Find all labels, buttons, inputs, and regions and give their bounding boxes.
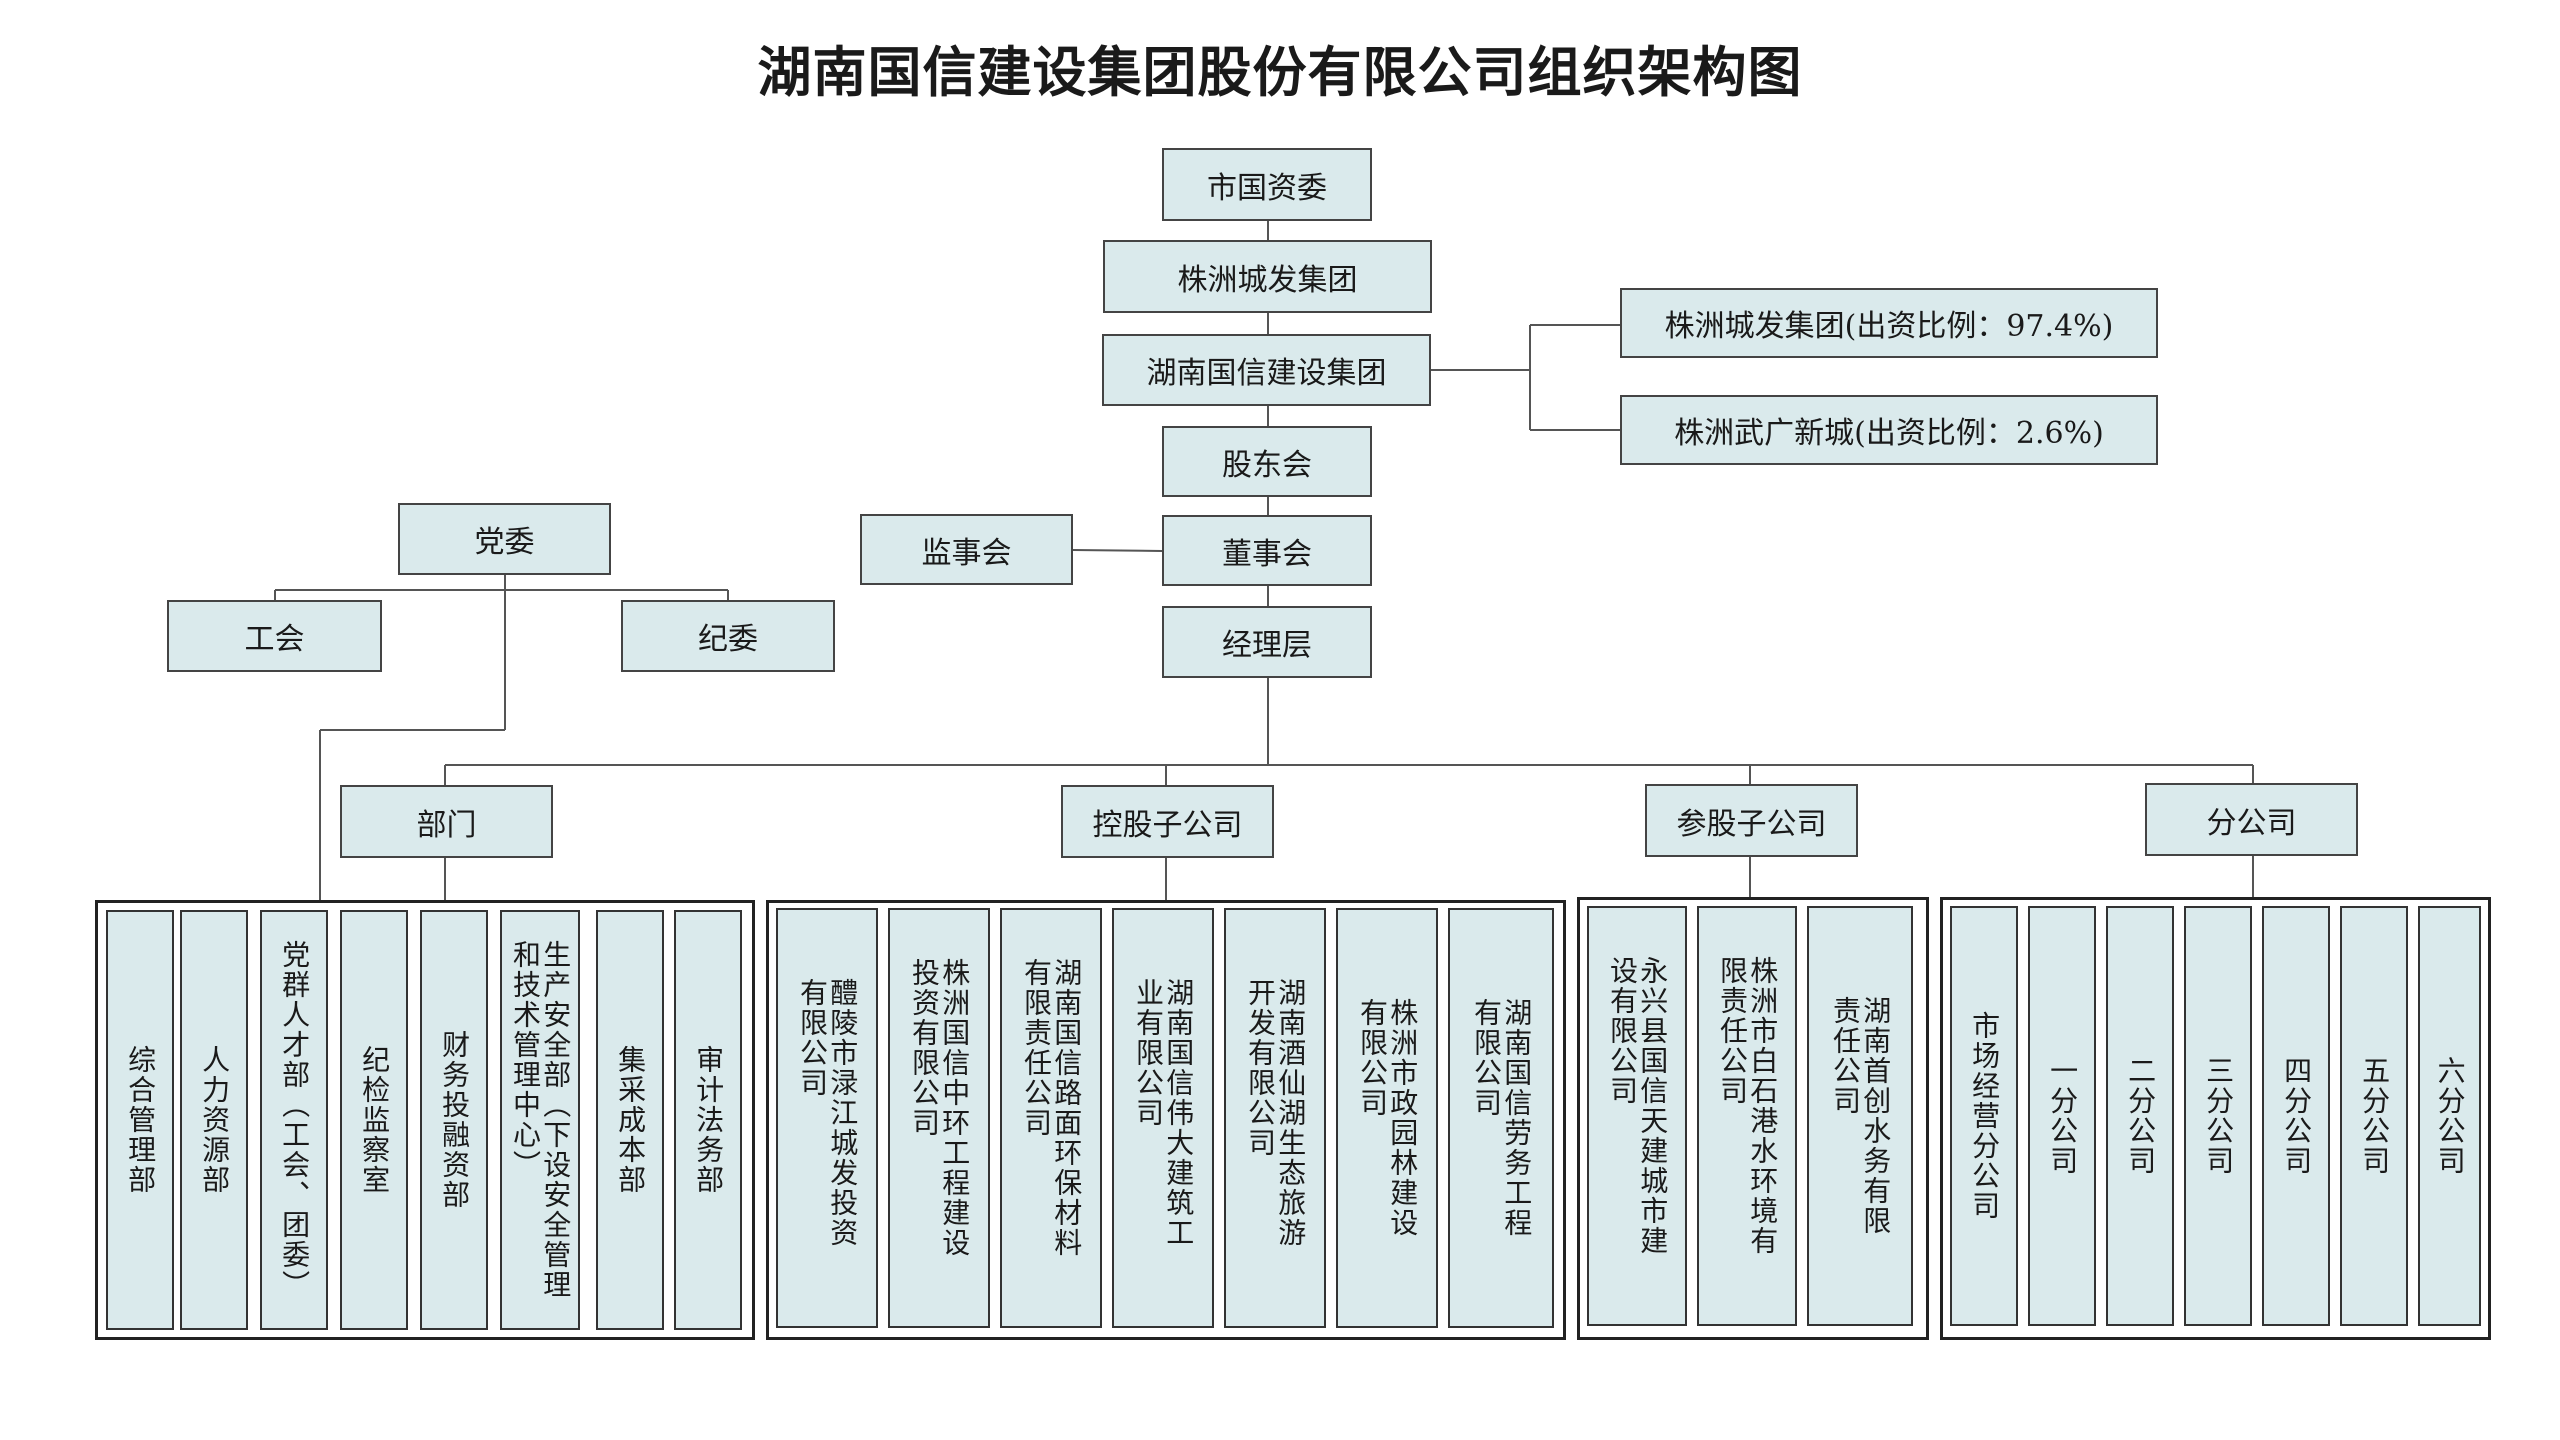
department-item-label: 人力资源部 [198,1045,232,1195]
holding-item: 株洲市政园林建设有限公司 [1336,908,1438,1328]
supervisory-board-box: 监事会 [860,514,1073,585]
holding-item-label: 株洲市政园林建设有限公司 [1356,998,1420,1238]
holding-item: 醴陵市渌江城发投资有限公司 [776,908,878,1328]
category-holding-label: 控股子公司 [1092,807,1243,843]
holding-item: 湖南国信劳务工程有限公司 [1448,908,1554,1328]
sasac-label: 市国资委 [1207,170,1327,206]
branch-item: 六分公司 [2418,906,2481,1326]
branch-item: 四分公司 [2262,906,2330,1326]
equity-item: 永兴县国信天建城市建设有限公司 [1587,906,1687,1326]
category-equity-label: 参股子公司 [1676,806,1827,842]
discipline-committee-label: 纪委 [698,622,758,657]
department-item-label: 集采成本部 [614,1045,648,1195]
department-item-label: 综合管理部 [124,1045,158,1195]
holding-item-label: 湖南酒仙湖生态旅游开发有限公司 [1244,978,1308,1248]
category-equity-box: 参股子公司 [1645,784,1858,857]
trade-union-box: 工会 [167,600,382,672]
equity-item-label: 株洲市白石港水环境有限责任公司 [1716,956,1780,1256]
shareholder-chengfa-label: 株洲城发集团(出资比例：97.4%) [1664,309,2114,344]
sasac-box: 市国资委 [1162,148,1372,221]
branch-item: 市场经营分公司 [1950,906,2018,1326]
holding-item: 湖南国信路面环保材料有限责任公司 [1000,908,1102,1328]
holding-item-label: 醴陵市渌江城发投资有限公司 [796,978,860,1248]
branch-item: 二分公司 [2106,906,2174,1326]
holding-item-label: 湖南国信劳务工程有限公司 [1470,998,1534,1238]
guoxin-group-label: 湖南国信建设集团 [1146,356,1387,391]
holding-item-label: 湖南国信路面环保材料有限责任公司 [1020,958,1084,1258]
shareholders-meeting-box: 股东会 [1162,426,1372,497]
shareholder-chengfa-box: 株洲城发集团(出资比例：97.4%) [1620,288,2158,358]
guoxin-group-box: 湖南国信建设集团 [1102,334,1431,406]
department-item: 生产安全部（下设安全管理 和技术管理中心） [500,910,580,1330]
department-item: 审计法务部 [674,910,742,1330]
chengfa-group-box: 株洲城发集团 [1103,240,1432,313]
category-branches-label: 分公司 [2206,805,2297,841]
shareholders-meeting-label: 股东会 [1222,447,1312,483]
department-item: 人力资源部 [180,910,248,1330]
party-committee-box: 党委 [398,503,611,575]
department-item: 纪检监察室 [340,910,408,1330]
department-item-label: 生产安全部（下设安全管理 和技术管理中心） [509,940,573,1300]
department-item: 党群人才部（工会、团委） [260,910,328,1330]
equity-item-label: 永兴县国信天建城市建设有限公司 [1606,956,1670,1256]
branch-item-label: 五分公司 [2358,1056,2392,1176]
holding-item: 湖南酒仙湖生态旅游开发有限公司 [1224,908,1326,1328]
supervisory-board-label: 监事会 [921,535,1012,571]
chengfa-group-label: 株洲城发集团 [1177,262,1358,298]
equity-item: 株洲市白石港水环境有限责任公司 [1697,906,1797,1326]
board-of-directors-box: 董事会 [1162,515,1372,586]
discipline-committee-box: 纪委 [621,600,835,672]
holding-item-label: 株洲国信中环工程建设投资有限公司 [908,958,972,1258]
category-departments-box: 部门 [340,785,553,858]
trade-union-label: 工会 [244,622,305,657]
branch-item-label: 一分公司 [2046,1056,2080,1176]
holding-item-label: 湖南国信伟大建筑工业有限公司 [1132,978,1196,1248]
equity-item: 湖南首创水务有限责任公司 [1807,906,1913,1326]
holding-item: 株洲国信中环工程建设投资有限公司 [888,908,990,1328]
department-item-label: 纪检监察室 [358,1045,392,1195]
holding-item: 湖南国信伟大建筑工业有限公司 [1112,908,1214,1328]
branch-item: 五分公司 [2340,906,2408,1326]
department-item: 财务投融资部 [420,910,488,1330]
category-branches-box: 分公司 [2145,783,2358,856]
category-departments-label: 部门 [416,807,477,843]
branch-item: 三分公司 [2184,906,2252,1326]
branch-item-label: 市场经营分公司 [1968,1011,2002,1221]
branch-item-label: 三分公司 [2202,1056,2236,1176]
party-committee-label: 党委 [474,525,535,560]
department-item-label: 审计法务部 [692,1045,726,1195]
management-label: 经理层 [1222,628,1312,663]
board-of-directors-label: 董事会 [1222,536,1312,572]
branch-item-label: 六分公司 [2433,1056,2467,1176]
department-item: 集采成本部 [596,910,664,1330]
department-item-label: 党群人才部（工会、团委） [278,940,312,1300]
shareholder-wuguang-box: 株洲武广新城(出资比例：2.6%) [1620,395,2158,465]
department-item-label: 财务投融资部 [438,1030,472,1210]
branch-item-label: 二分公司 [2124,1056,2158,1176]
equity-item-label: 湖南首创水务有限责任公司 [1829,996,1893,1236]
branch-item: 一分公司 [2028,906,2096,1326]
department-item: 综合管理部 [106,910,174,1330]
chart-title: 湖南国信建设集团股份有限公司组织架构图 [757,41,1803,104]
branch-item-label: 四分公司 [2280,1056,2314,1176]
management-box: 经理层 [1162,606,1372,678]
shareholder-wuguang-label: 株洲武广新城(出资比例：2.6%) [1674,416,2104,451]
category-holding-box: 控股子公司 [1061,785,1274,858]
